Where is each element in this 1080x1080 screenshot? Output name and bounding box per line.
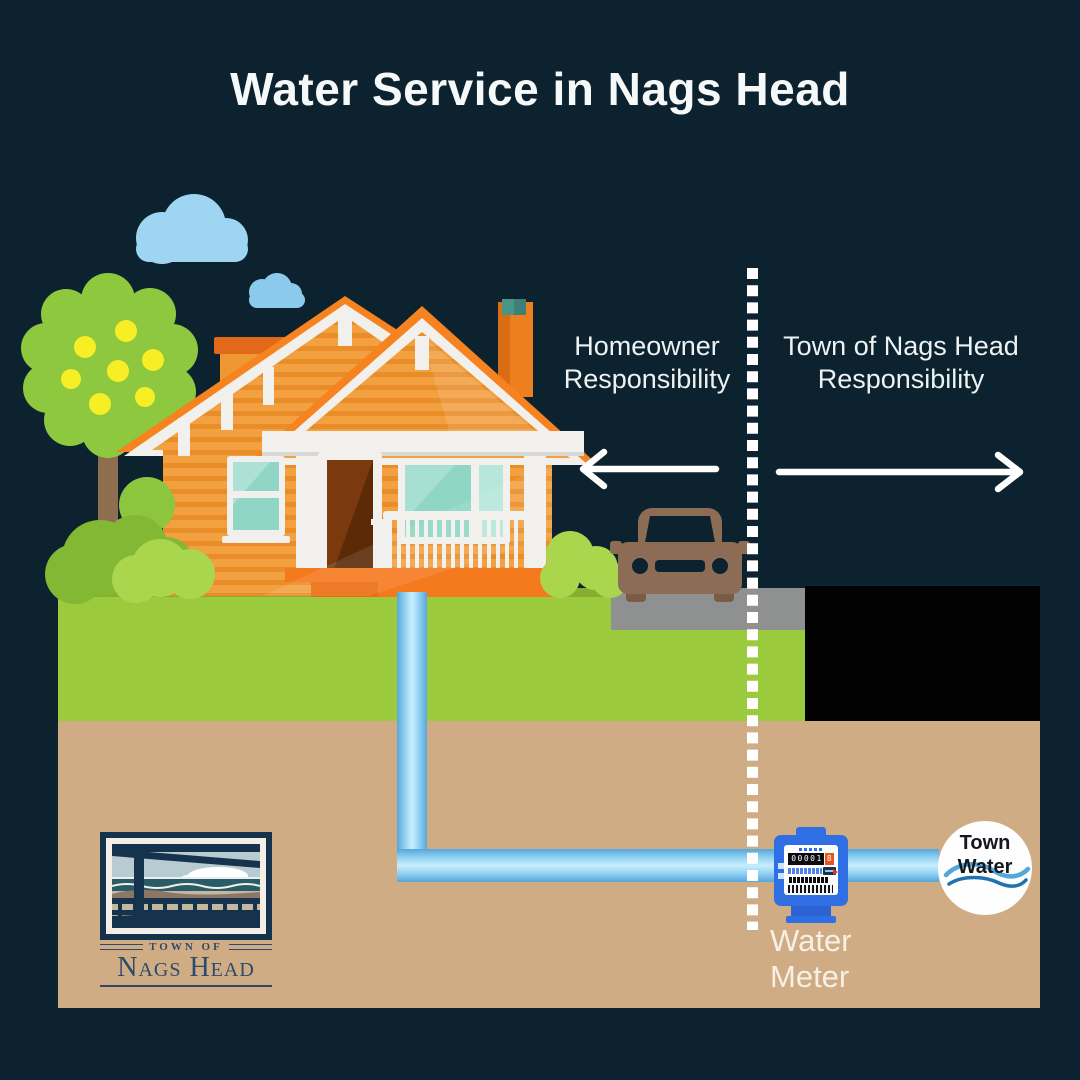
meter-scale-bar xyxy=(788,877,829,883)
page-title: Water Service in Nags Head xyxy=(230,63,850,115)
cloud-large-icon xyxy=(136,194,248,264)
town-water-line2: Water xyxy=(957,856,1013,878)
town-water-badge xyxy=(938,821,1032,915)
meter-dial-digit: 8 xyxy=(824,853,834,865)
house-illustration xyxy=(116,296,596,597)
bushes xyxy=(45,477,628,604)
meter-reading: 00001 xyxy=(788,853,824,865)
chimney xyxy=(498,299,533,397)
gable-highlight xyxy=(422,336,560,452)
window-left xyxy=(222,456,290,543)
nags-head-pier-logo xyxy=(100,832,272,940)
water-meter-label: Water Meter xyxy=(770,923,852,994)
meter-register: 00001 8 xyxy=(787,853,835,865)
eave-trim-pieces xyxy=(178,310,352,456)
service-pipe-vertical xyxy=(397,592,427,882)
left-arrow-icon xyxy=(579,448,720,490)
meter-info-row xyxy=(788,868,822,874)
logo-pretitle: Town of xyxy=(149,941,223,953)
meter-barcode xyxy=(788,885,833,893)
tree-fruits xyxy=(61,320,164,415)
water-wave-lower-icon xyxy=(947,875,1028,888)
logo-rule-right xyxy=(228,944,273,950)
homeowner-responsibility-label: Homeowner Responsibility xyxy=(563,331,731,394)
front-door xyxy=(318,452,382,576)
town-water-label: Town Water xyxy=(941,831,1029,879)
front-gable-roof xyxy=(248,306,596,465)
porch-beam xyxy=(262,431,584,456)
porch-steps xyxy=(285,568,378,597)
right-arrow-icon xyxy=(775,451,1024,493)
light-highlight xyxy=(262,462,552,596)
meter-tick-marks xyxy=(799,848,823,851)
town-logo-wordmark: Town of Nags Head xyxy=(100,941,273,987)
water-waves-icon xyxy=(943,862,1031,879)
logo-name: Nags Head xyxy=(117,952,255,983)
meter-chip xyxy=(823,867,836,875)
meter-flow-arrow-icon xyxy=(833,869,838,875)
logo-rule-left xyxy=(100,944,144,950)
logo-underline xyxy=(100,985,272,987)
water-meter-display: 00001 8 xyxy=(784,845,838,895)
service-pipe-horizontal xyxy=(397,849,939,882)
town-responsibility-label: Town of Nags Head Responsibility xyxy=(783,331,1019,394)
cloud-small-icon xyxy=(249,273,305,308)
porch-column-right xyxy=(524,456,546,572)
asphalt-section xyxy=(805,586,1040,721)
porch-beam-shadow xyxy=(262,452,584,456)
car-front-icon xyxy=(610,508,750,602)
porch-railing xyxy=(303,511,526,582)
town-water-line1: Town xyxy=(959,832,1011,854)
